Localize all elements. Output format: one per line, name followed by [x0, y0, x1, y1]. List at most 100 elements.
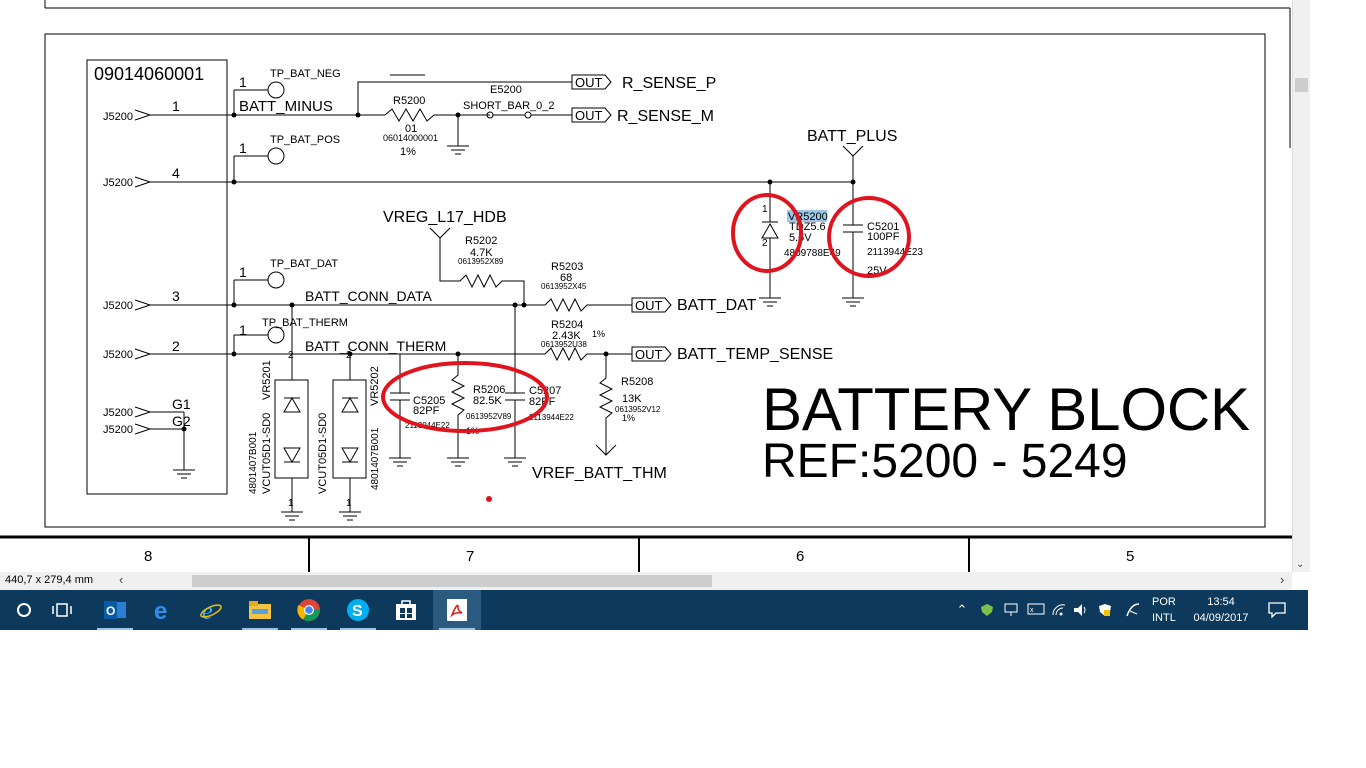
svg-text:4.7K: 4.7K	[470, 247, 493, 259]
svg-text:VR5201: VR5201	[261, 360, 273, 400]
svg-text:OUT: OUT	[635, 347, 663, 362]
net-batt-conn-therm: BATT_CONN_THERM	[305, 338, 446, 354]
schematic-ref: REF:5200 - 5249	[762, 435, 1128, 488]
action-shield-icon[interactable]	[1095, 590, 1115, 630]
svg-text:R5208: R5208	[621, 376, 653, 388]
svg-text:01: 01	[405, 123, 417, 135]
svg-text:1: 1	[288, 498, 294, 509]
svg-text:R5203: R5203	[551, 261, 583, 273]
svg-text:100PF: 100PF	[867, 231, 900, 243]
input-language[interactable]: POR INTL	[1152, 594, 1176, 626]
svg-text:68: 68	[560, 272, 572, 284]
net-batt-plus: BATT_PLUS	[807, 128, 897, 145]
svg-text:2113944E23: 2113944E23	[867, 247, 923, 258]
show-hidden-icons-icon[interactable]: ⌃	[956, 602, 968, 617]
clock[interactable]: 13:54 04/09/2017	[1188, 594, 1254, 626]
schematic-title: BATTERY BLOCK	[762, 376, 1250, 443]
taskbar: O e e S ⌃ x POR INTL 13	[0, 590, 1308, 630]
volume-icon[interactable]	[1071, 590, 1091, 630]
out-batt-dat: BATT_DAT	[677, 297, 757, 314]
svg-text:2: 2	[762, 238, 768, 249]
svg-text:0613952V12: 0613952V12	[615, 405, 661, 414]
tp-bat-dat: TP_BAT_DAT	[270, 258, 338, 270]
clock-time: 13:54	[1207, 596, 1235, 608]
net-vref-batt-thm: VREF_BATT_THM	[532, 465, 667, 482]
keyboard-layout: INTL	[1152, 612, 1176, 624]
task-view-icon[interactable]	[38, 590, 86, 630]
svg-text:E5200: E5200	[490, 84, 522, 96]
language-code: POR	[1152, 596, 1176, 608]
zone-6: 6	[796, 548, 804, 565]
clock-date: 04/09/2017	[1193, 612, 1249, 624]
vertical-scroll-thumb[interactable]	[1295, 78, 1308, 92]
pdf-document-view[interactable]: 09014060001 J5200 J5200 J5200 J5200 J520…	[0, 0, 1292, 572]
connector-ref-2: J5200	[103, 349, 133, 361]
svg-text:C5201: C5201	[867, 221, 899, 233]
pin-1: 1	[172, 98, 180, 114]
svg-text:2.43K: 2.43K	[552, 330, 581, 342]
svg-text:2113944E22: 2113944E22	[529, 413, 574, 422]
svg-text:1%: 1%	[622, 413, 635, 423]
chrome-icon[interactable]	[285, 590, 333, 630]
acrobat-icon[interactable]	[433, 590, 481, 630]
tp-bat-neg: TP_BAT_NEG	[270, 68, 341, 80]
display-icon[interactable]: x	[1025, 590, 1047, 630]
notifications-icon[interactable]	[1264, 590, 1290, 630]
svg-text:0613952V89: 0613952V89	[466, 412, 512, 421]
network-adapter-icon[interactable]	[1001, 590, 1021, 630]
svg-text:06014000001: 06014000001	[383, 133, 438, 143]
vertical-scrollbar[interactable]: ⌄	[1292, 0, 1310, 572]
svg-text:0613952X89: 0613952X89	[458, 257, 504, 266]
svg-text:e: e	[154, 598, 167, 622]
pen-icon[interactable]	[1122, 590, 1144, 630]
empty-area	[0, 630, 1366, 768]
scroll-right-icon[interactable]: ›	[1280, 572, 1285, 587]
svg-text:R5202: R5202	[465, 235, 497, 247]
net-batt-minus: BATT_MINUS	[239, 98, 333, 115]
file-explorer-icon[interactable]	[236, 590, 284, 630]
pin-2: 2	[172, 338, 180, 354]
edge-icon[interactable]: e	[139, 590, 187, 630]
svg-text:OUT: OUT	[575, 108, 603, 123]
svg-text:82PF: 82PF	[529, 396, 556, 408]
svg-text:0613952X45: 0613952X45	[541, 282, 587, 291]
zone-7: 7	[466, 548, 474, 565]
svg-text:SHORT_BAR_0_2: SHORT_BAR_0_2	[463, 100, 555, 112]
tp-bat-therm: TP_BAT_THERM	[262, 317, 348, 329]
svg-text:1: 1	[239, 322, 247, 338]
highlight-circles	[381, 193, 911, 433]
outlook-icon[interactable]: O	[91, 590, 139, 630]
svg-text:82PF: 82PF	[413, 405, 440, 417]
svg-text:O: O	[106, 604, 115, 618]
svg-text:x: x	[1030, 607, 1034, 614]
store-icon[interactable]	[382, 590, 430, 630]
wifi-icon[interactable]	[1049, 590, 1069, 630]
pin-g2: G2	[172, 413, 191, 429]
schematic-drawing: 09014060001 J5200 J5200 J5200 J5200 J520…	[0, 0, 1292, 572]
start-icon[interactable]	[0, 590, 48, 630]
svg-text:VCUT05D1-SD0: VCUT05D1-SD0	[261, 413, 273, 494]
pin-4: 4	[172, 165, 180, 181]
net-batt-conn-data: BATT_CONN_DATA	[305, 288, 432, 304]
connector-ref-g1: J5200	[103, 407, 133, 419]
security-shield-icon[interactable]	[977, 590, 997, 630]
svg-text:2: 2	[288, 350, 294, 361]
out-r-sense-p: R_SENSE_P	[622, 75, 716, 92]
svg-text:1: 1	[239, 74, 247, 90]
out-r-sense-m: R_SENSE_M	[617, 108, 714, 125]
svg-text:4801407B001: 4801407B001	[248, 431, 259, 494]
horizontal-scroll-thumb[interactable]	[192, 575, 712, 587]
svg-text:0613952U38: 0613952U38	[541, 340, 587, 349]
svg-text:R5206: R5206	[473, 384, 505, 396]
skype-icon[interactable]: S	[334, 590, 382, 630]
connector-box	[86, 59, 228, 495]
scroll-left-icon[interactable]: ‹	[119, 572, 124, 587]
connector-ref-4: J5200	[103, 177, 133, 189]
internet-explorer-icon[interactable]: e	[187, 590, 235, 630]
pin-g1: G1	[172, 396, 191, 412]
svg-text:82.5K: 82.5K	[473, 395, 502, 407]
scroll-down-icon[interactable]: ⌄	[1296, 559, 1305, 570]
connector-ref-3: J5200	[103, 300, 133, 312]
page-dimensions: 440,7 x 279,4 mm	[5, 574, 94, 586]
zone-8: 8	[144, 548, 152, 565]
